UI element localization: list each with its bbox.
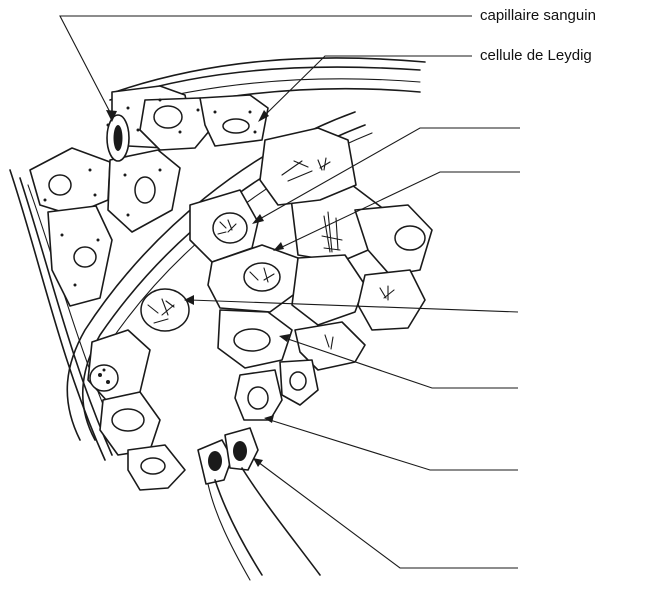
label-capillaire-sanguin: capillaire sanguin [480,8,596,23]
spermatozoa [198,428,320,580]
blood-capillary [107,115,129,161]
label-cellule-de-leydig: cellule de Leydig [480,48,592,63]
spermatids [218,310,318,420]
spermatocyte-lumen [141,289,189,331]
